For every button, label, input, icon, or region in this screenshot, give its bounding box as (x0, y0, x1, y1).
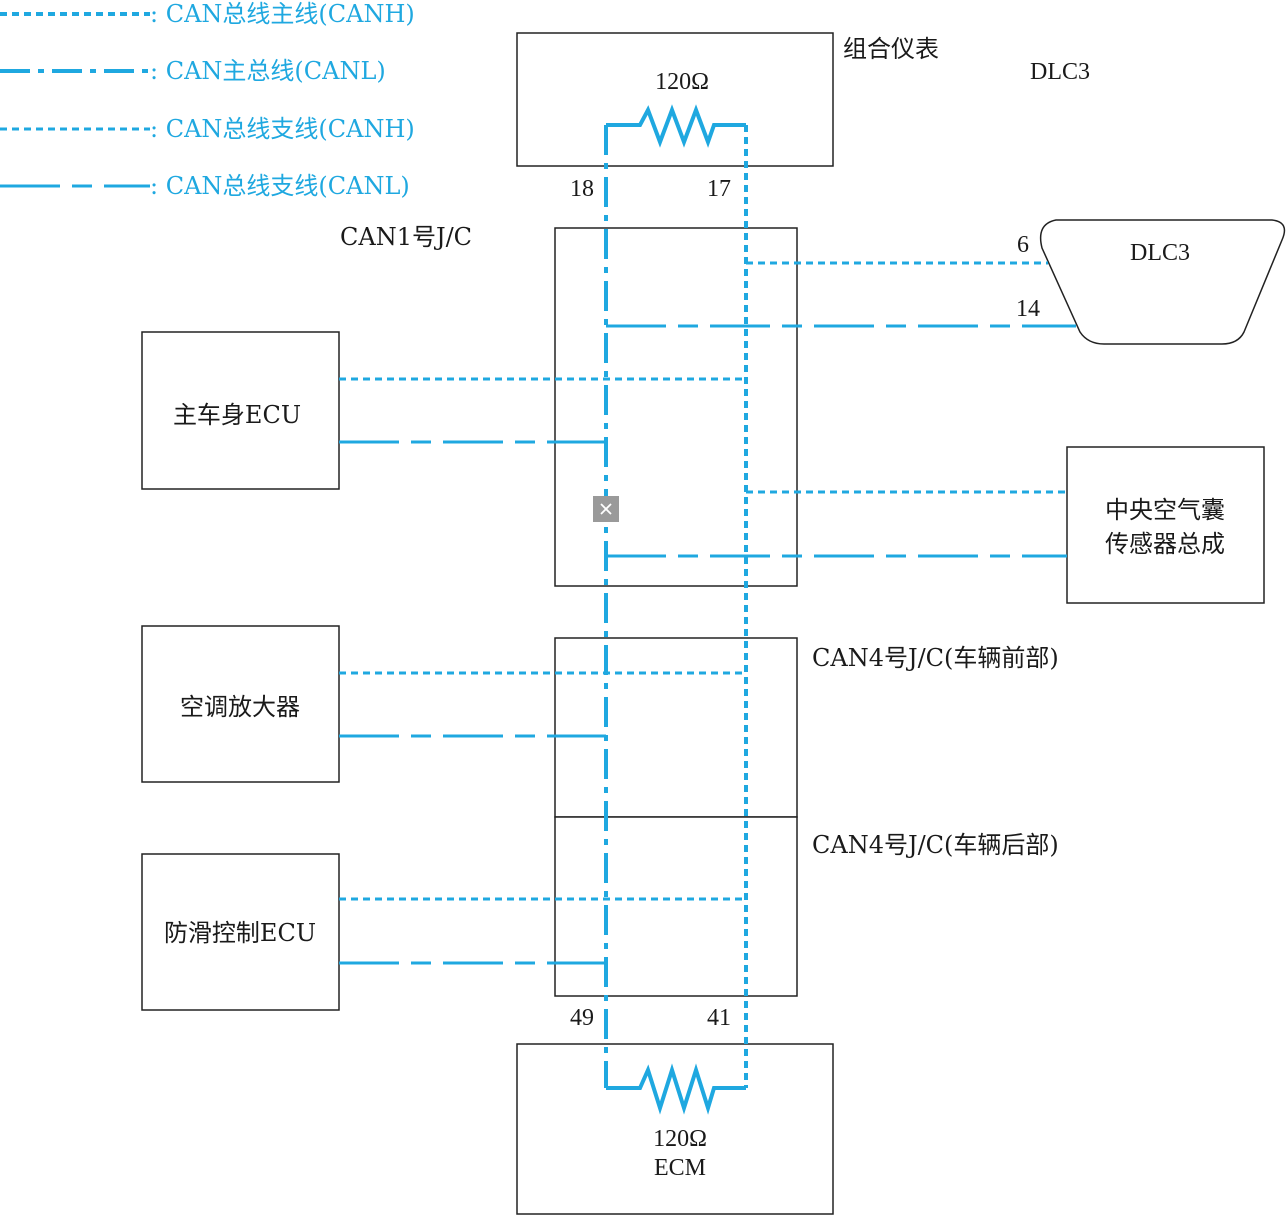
legend-label-main-canh: : CAN总线主线(CANH) (150, 0, 415, 28)
ac-amplifier-box (141, 625, 340, 783)
can4-front-box (554, 637, 798, 818)
can4-front-label: CAN4号J/C(车辆前部) (812, 644, 1059, 672)
bottom-resistor (606, 1063, 746, 1115)
main-body-ecu-label: 主车身ECU (173, 401, 301, 429)
legend-label-main-canl: : CAN主总线(CANL) (150, 57, 386, 85)
bottom-resistor-label: 120Ω (653, 1126, 707, 1152)
ac-amplifier-label: 空调放大器 (180, 693, 300, 721)
dlc3-top-label: DLC3 (1030, 59, 1090, 85)
legend-label-branch-canl: : CAN总线支线(CANL) (150, 172, 410, 200)
top-resistor (606, 104, 746, 148)
can4-rear-label: CAN4号J/C(车辆后部) (812, 831, 1059, 859)
pin-18-label: 18 (570, 176, 594, 202)
top-resistor-label: 120Ω (655, 69, 709, 95)
dlc3-connector (1039, 219, 1286, 345)
can4-rear-box (554, 816, 798, 997)
legend-label-branch-canh: : CAN总线支线(CANH) (150, 115, 415, 143)
skid-control-ecu-box (141, 853, 340, 1011)
airbag-sensor-label-line2: 传感器总成 (1105, 530, 1225, 558)
airbag-sensor-label-line1: 中央空气囊 (1105, 496, 1225, 524)
skid-control-ecu-label: 防滑控制ECU (164, 919, 316, 947)
airbag-sensor-box (1066, 446, 1265, 604)
combination-meter-box (516, 32, 834, 167)
legend: : CAN总线主线(CANH) : CAN主总线(CANL) : CAN总线支线… (0, 0, 415, 200)
close-icon (593, 496, 619, 522)
can1-jc-label: CAN1号J/C (340, 223, 472, 251)
pin-14-label: 14 (1016, 296, 1040, 322)
combination-meter-label: 组合仪表 (843, 35, 939, 63)
dlc3-label: DLC3 (1130, 240, 1190, 266)
main-body-ecu-box (141, 331, 340, 490)
pin-41-label: 41 (707, 1005, 731, 1031)
pin-17-label: 17 (707, 176, 731, 202)
ecm-label: ECM (654, 1155, 706, 1181)
pin-49-label: 49 (570, 1005, 594, 1031)
can1-jc-box (554, 227, 798, 587)
pin-6-label: 6 (1017, 232, 1029, 258)
ecm-box (516, 1043, 834, 1215)
